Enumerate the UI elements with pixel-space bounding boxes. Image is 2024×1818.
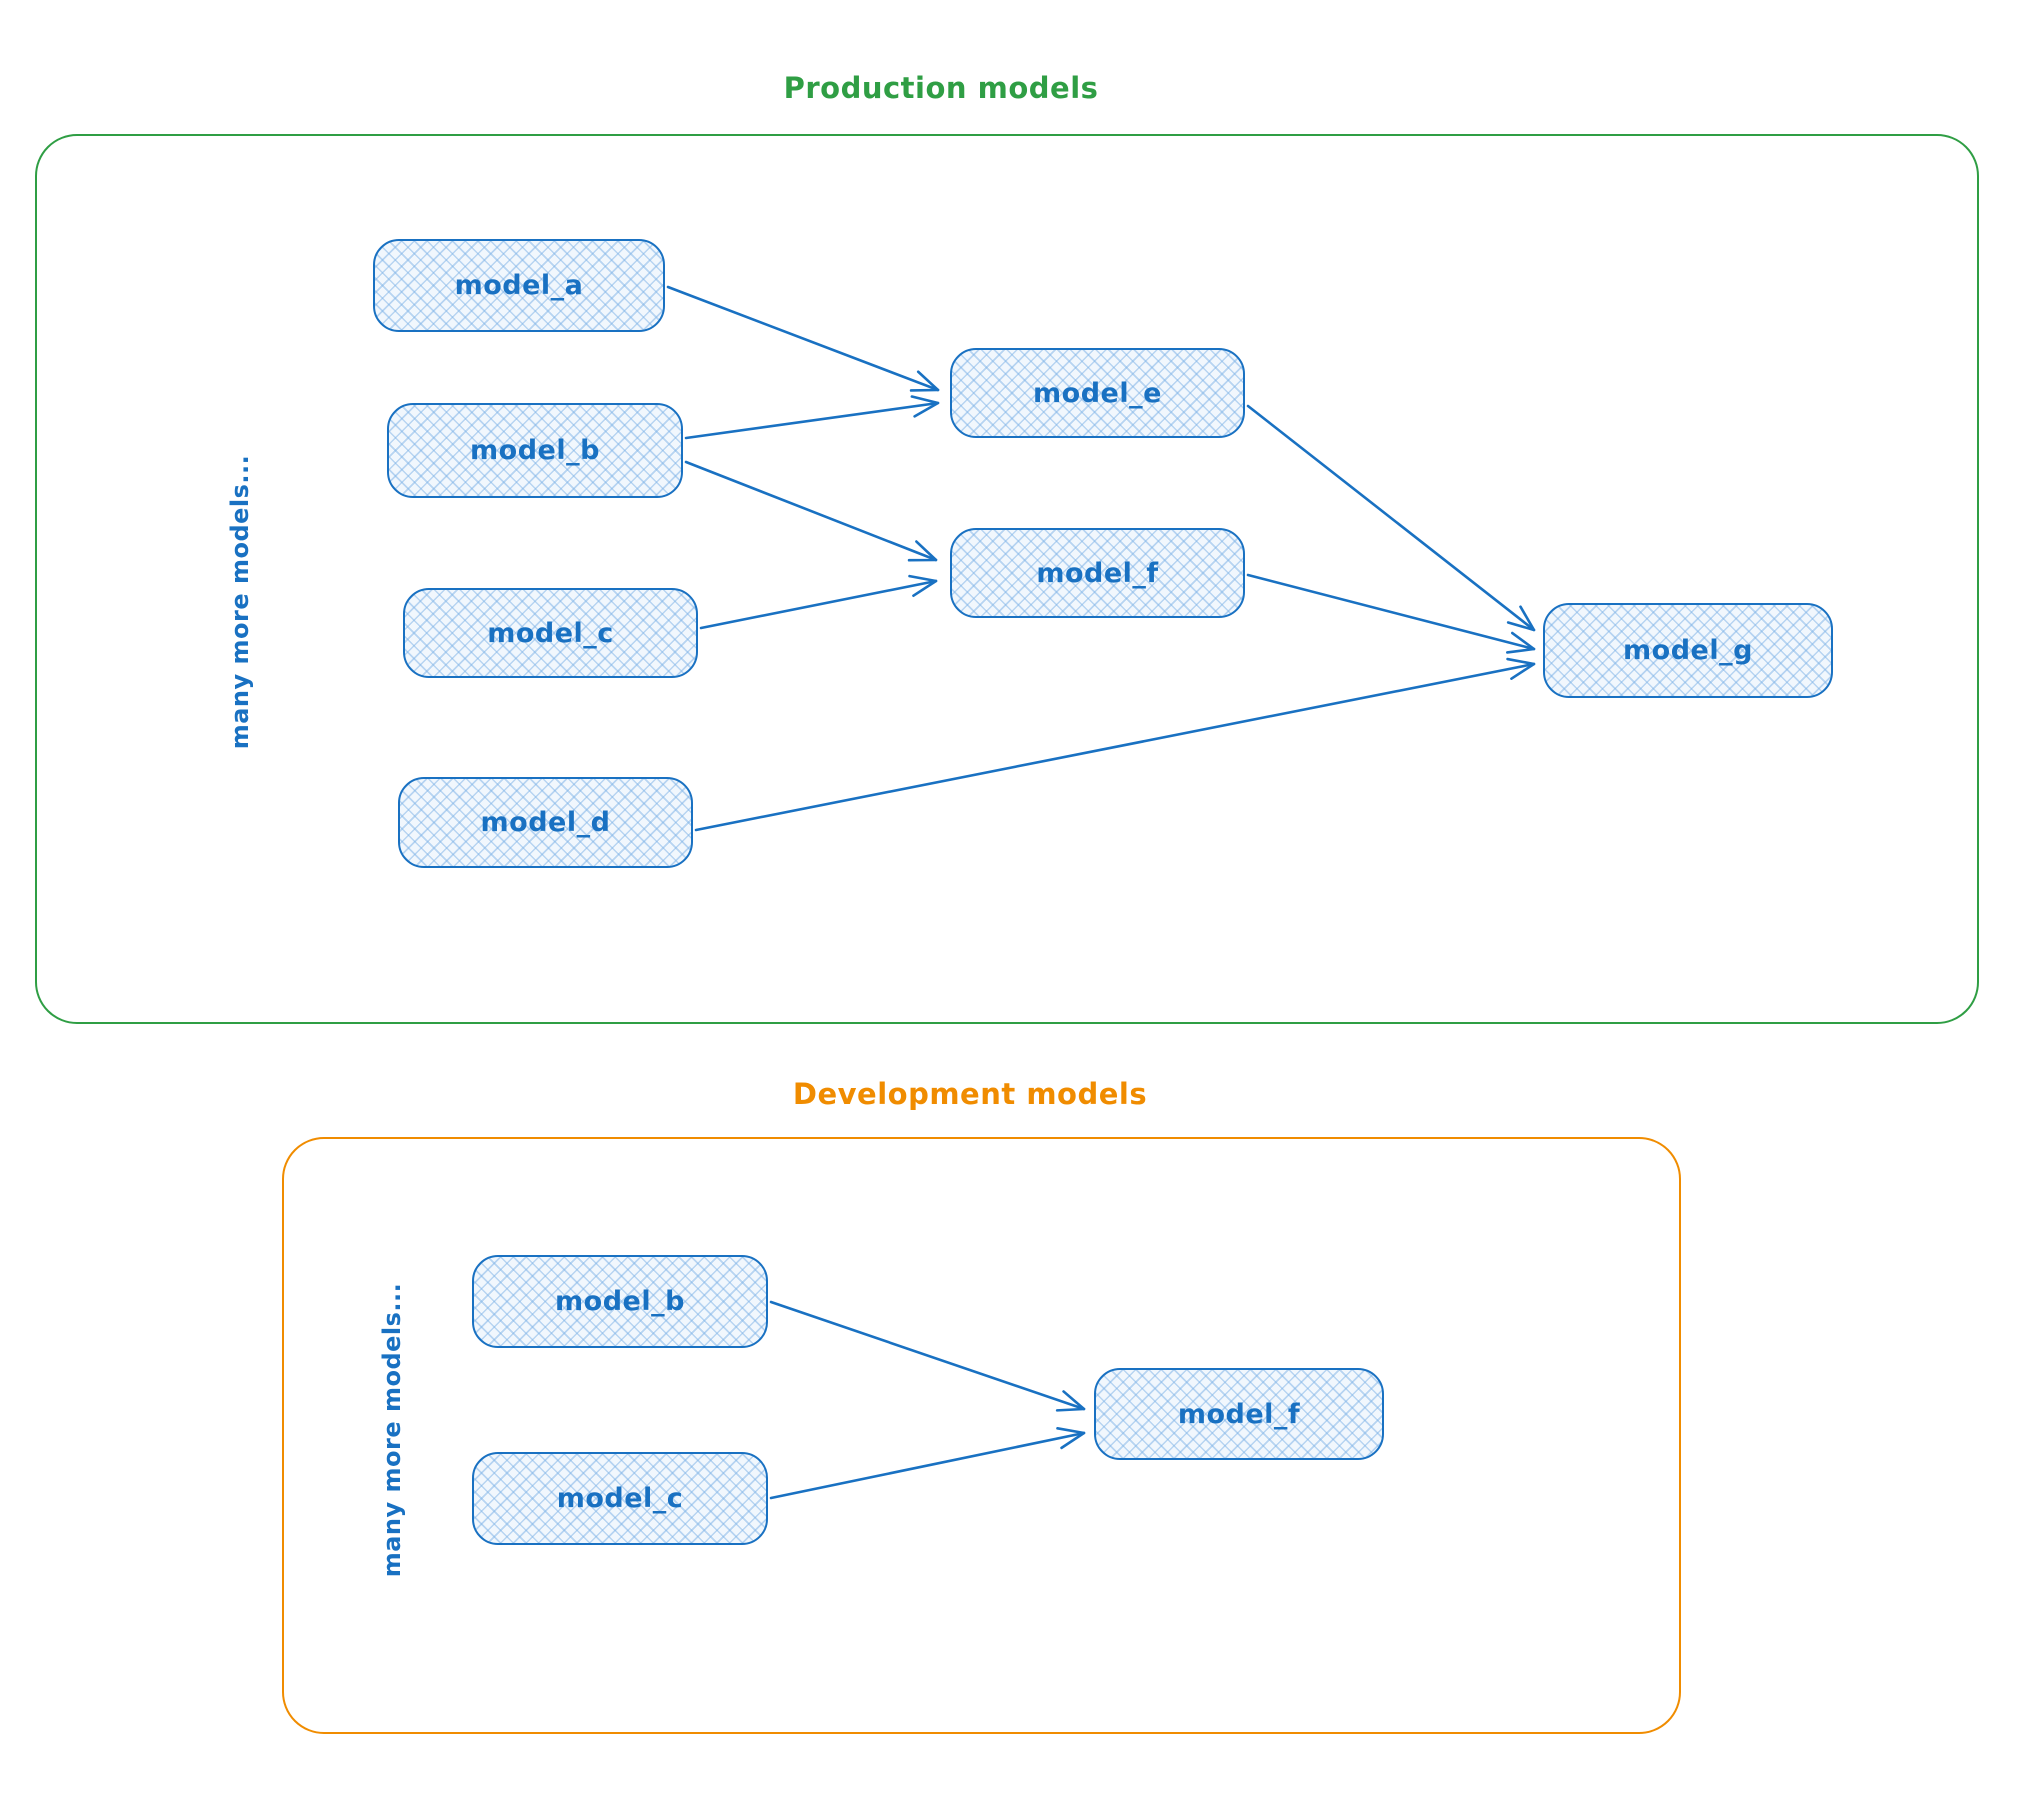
development-title[interactable]: Development models — [792, 1077, 1148, 1111]
development-node-model_f-label: model_f — [1177, 1398, 1301, 1430]
production-node-model_e-label: model_e — [1033, 377, 1162, 409]
production-node-model_c[interactable]: model_c — [403, 588, 698, 678]
production-node-model_a[interactable]: model_a — [373, 239, 665, 332]
development-side-label[interactable]: many more models... — [378, 1282, 406, 1578]
production-node-model_b-label: model_b — [470, 435, 600, 466]
development-node-model_c-label: model_c — [556, 1483, 684, 1514]
development-node-model_f[interactable]: model_f — [1094, 1368, 1384, 1460]
production-node-model_a-label: model_a — [454, 270, 584, 301]
production-frame[interactable] — [35, 134, 1979, 1024]
development-node-model_c[interactable]: model_c — [472, 1452, 768, 1545]
production-node-model_g-label: model_g — [1623, 635, 1753, 666]
production-node-model_b[interactable]: model_b — [387, 403, 683, 498]
production-node-model_d[interactable]: model_d — [398, 777, 693, 868]
production-side-label[interactable]: many more models... — [226, 454, 254, 750]
production-node-model_f-label: model_f — [1036, 557, 1159, 589]
development-frame[interactable] — [282, 1137, 1681, 1734]
production-node-model_c-label: model_c — [487, 617, 614, 649]
development-node-model_b[interactable]: model_b — [472, 1255, 768, 1348]
development-node-model_b-label: model_b — [555, 1286, 685, 1317]
production-node-model_d-label: model_d — [480, 807, 611, 838]
production-title[interactable]: Production models — [783, 71, 1099, 105]
production-node-model_e[interactable]: model_e — [950, 348, 1245, 438]
production-node-model_f[interactable]: model_f — [950, 528, 1245, 618]
production-node-model_g[interactable]: model_g — [1543, 603, 1833, 698]
